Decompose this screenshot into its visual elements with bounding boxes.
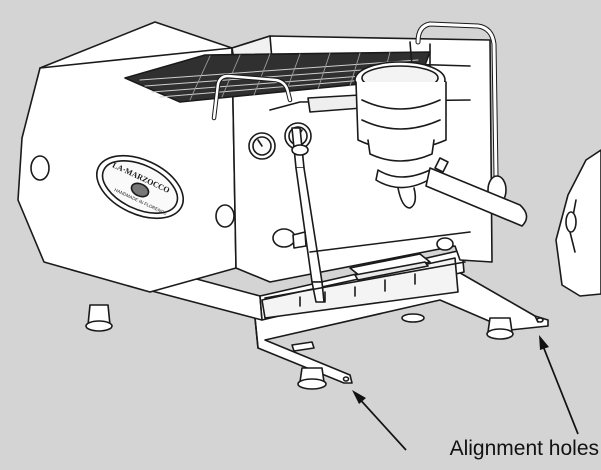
- portafilter: [375, 157, 528, 227]
- valve-knobs: [272, 228, 454, 251]
- callout-arrows: [355, 340, 579, 451]
- callout-arrowhead-right: [539, 335, 549, 350]
- stand: [254, 269, 549, 384]
- alignment-hole-right: [536, 317, 544, 323]
- brew-group: [354, 21, 507, 205]
- callout-arrowhead-left: [352, 390, 366, 404]
- callout-arrow-right: [540, 340, 579, 435]
- callout-arrow-left: [355, 394, 407, 451]
- feet: [85, 304, 514, 390]
- adjacent-machine: [555, 149, 601, 297]
- steam-wand: [211, 73, 325, 303]
- drip-tray: [264, 231, 471, 299]
- brand-badge: LA·MARZOCCO HANDMADE IN FLORENCE: [95, 154, 185, 220]
- callout-label: Alignment holes: [449, 437, 599, 460]
- alignment-hole-left: [342, 376, 350, 382]
